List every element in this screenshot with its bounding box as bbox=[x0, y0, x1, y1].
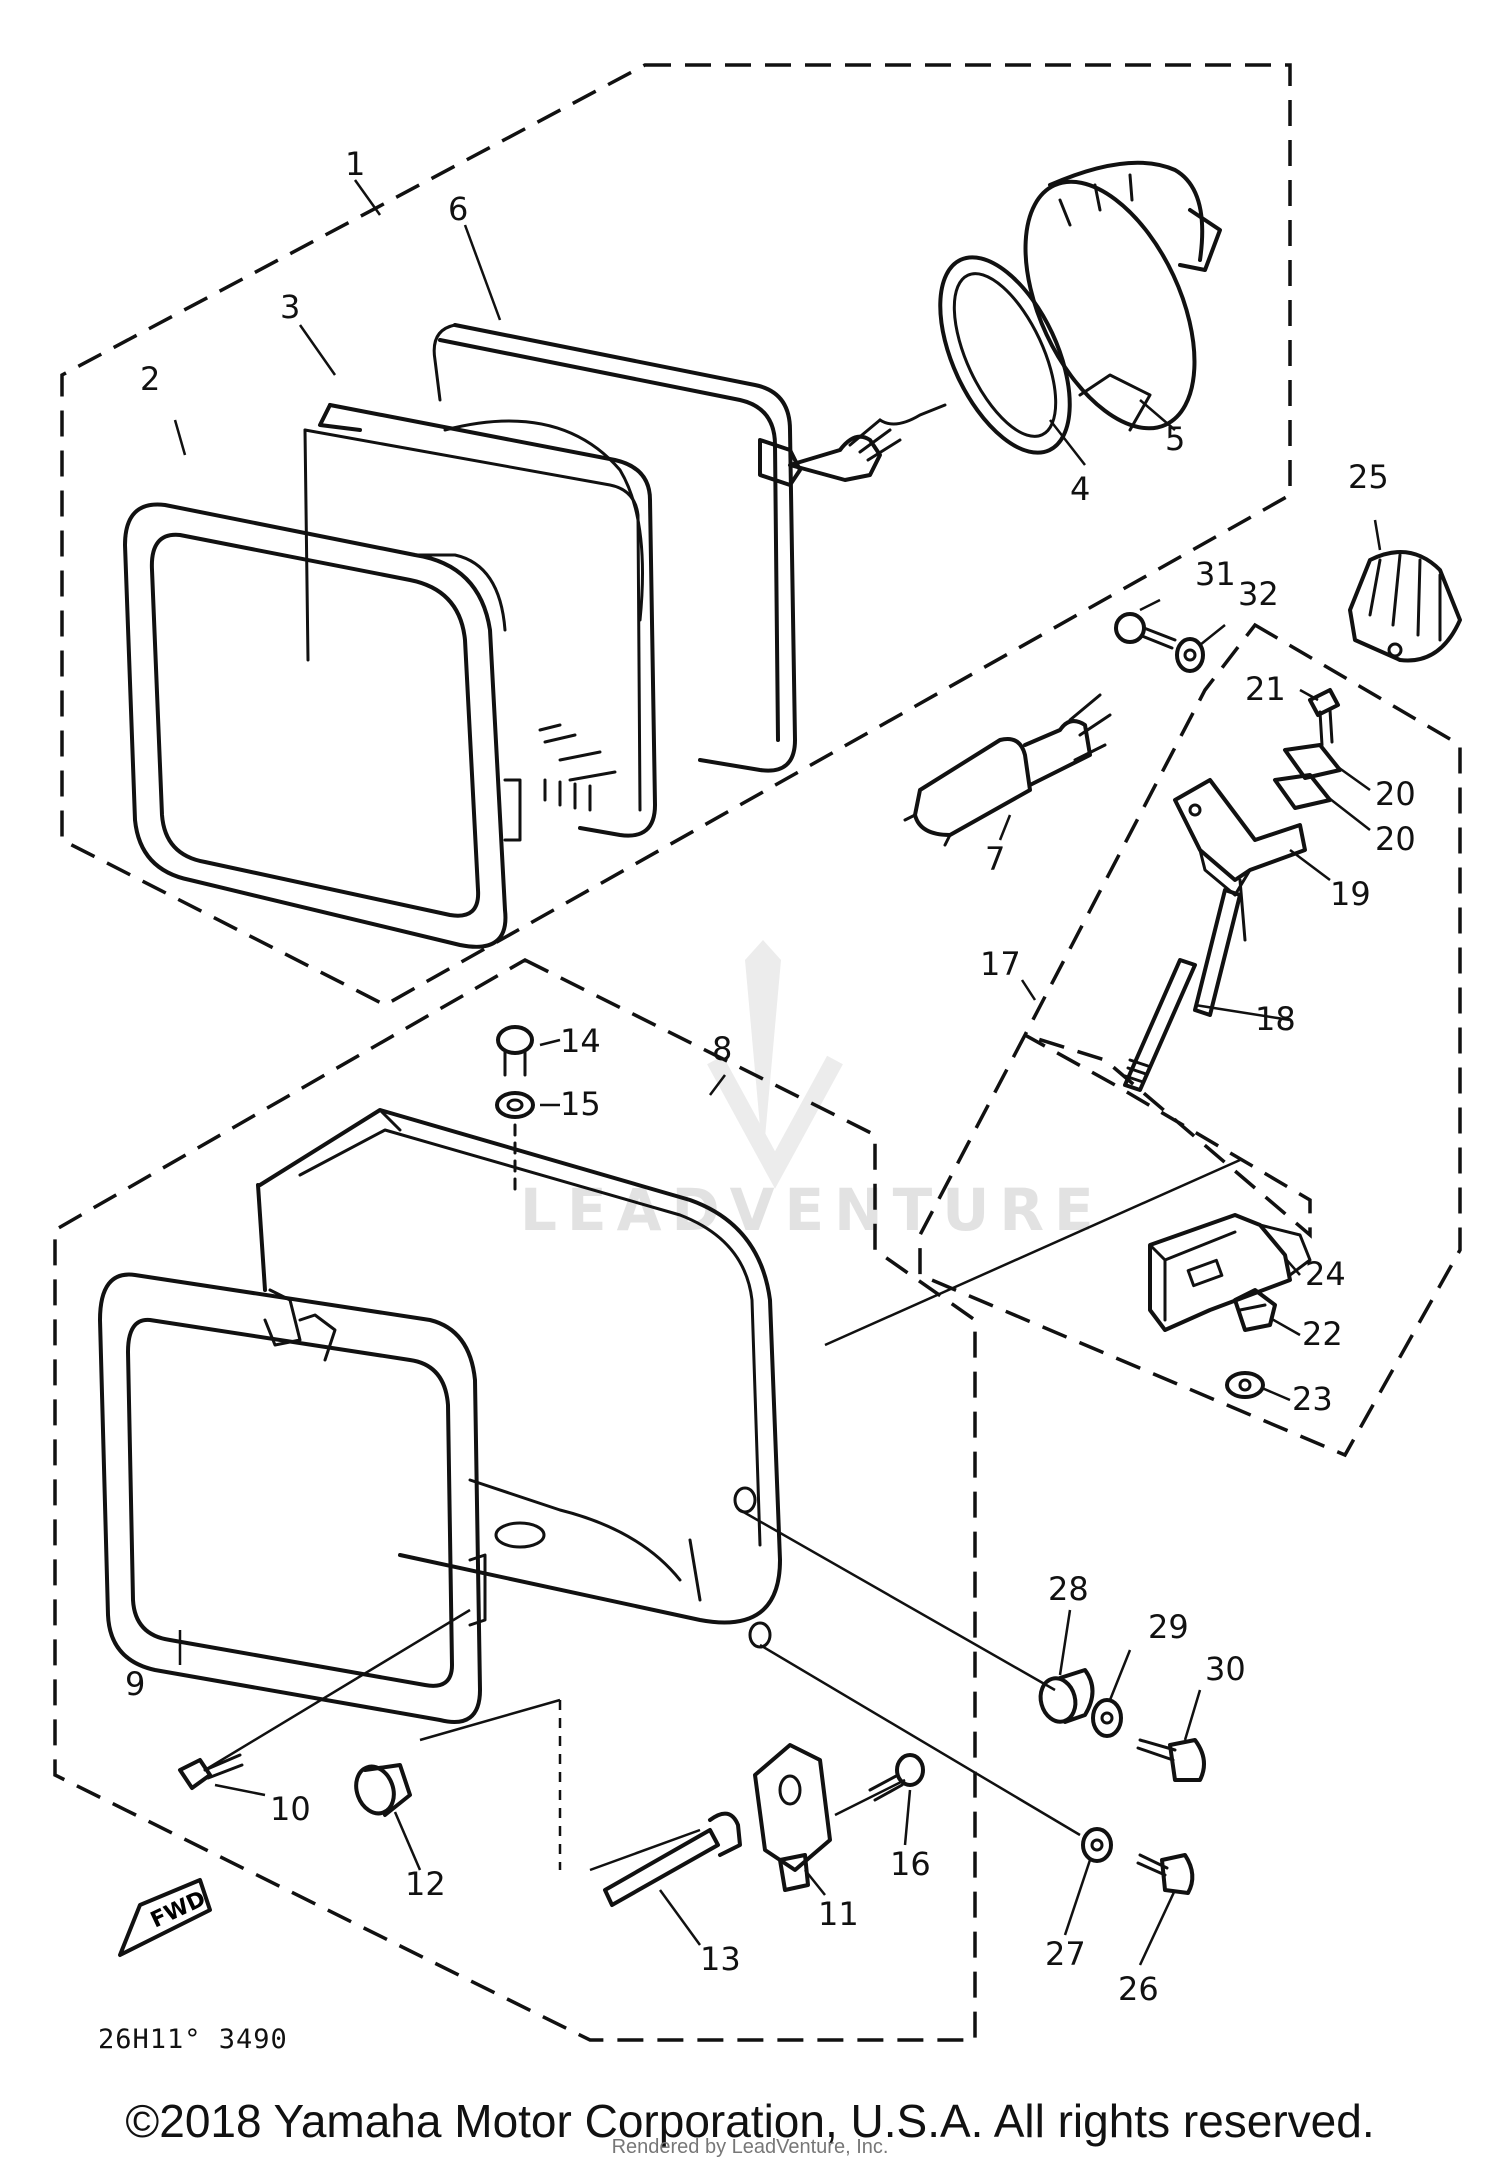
callout-24: 24 bbox=[1305, 1255, 1346, 1293]
callout-4: 4 bbox=[1070, 470, 1090, 508]
screw-10 bbox=[178, 1753, 244, 1790]
callout-5: 5 bbox=[1165, 420, 1185, 458]
callout-16: 16 bbox=[890, 1845, 931, 1883]
diagram-code: 26H11° 3490 bbox=[98, 2024, 288, 2055]
callout-8: 8 bbox=[712, 1030, 732, 1068]
callout-17: 17 bbox=[980, 945, 1021, 983]
bolt-21 bbox=[1308, 688, 1340, 747]
adjusting-knob bbox=[1348, 550, 1462, 663]
nut-22 bbox=[1233, 1288, 1277, 1332]
bolt-26 bbox=[1136, 1853, 1195, 1895]
headlight-bulb-upper bbox=[758, 403, 947, 487]
callout-12: 12 bbox=[405, 1865, 446, 1903]
front-rim bbox=[98, 1272, 487, 1724]
assembly-17-boundary bbox=[918, 622, 1462, 1458]
callout-32: 32 bbox=[1238, 575, 1279, 613]
washer-20-upper bbox=[1283, 743, 1342, 780]
bulb bbox=[903, 693, 1112, 847]
callout-2: 2 bbox=[140, 360, 160, 398]
bolt-13 bbox=[603, 1811, 742, 1907]
callout-21: 21 bbox=[1245, 670, 1286, 708]
callout-6: 6 bbox=[448, 190, 468, 228]
callout-10: 10 bbox=[270, 1790, 311, 1828]
screw-14 bbox=[496, 1025, 534, 1077]
callout-18: 18 bbox=[1255, 1000, 1296, 1038]
callout-30: 30 bbox=[1205, 1650, 1246, 1688]
callout-23: 23 bbox=[1292, 1380, 1333, 1418]
watermark-text: LEADVENTURE bbox=[520, 1176, 1104, 1244]
callout-20-upper: 20 bbox=[1375, 775, 1416, 813]
bracket-24 bbox=[1148, 1213, 1312, 1332]
bolt-30 bbox=[1136, 1738, 1206, 1782]
callout-labels: 1 2 3 4 5 6 7 8 9 10 11 12 13 14 15 16 1… bbox=[98, 145, 1416, 2055]
callout-28: 28 bbox=[1048, 1570, 1089, 1608]
leader-lines bbox=[173, 179, 1382, 1966]
washer-27 bbox=[1081, 1827, 1113, 1863]
callout-14: 14 bbox=[560, 1022, 601, 1060]
callout-26: 26 bbox=[1118, 1970, 1159, 2008]
washer-23 bbox=[1225, 1371, 1265, 1399]
washer-32 bbox=[1175, 637, 1205, 673]
callout-22: 22 bbox=[1302, 1315, 1343, 1353]
callout-19: 19 bbox=[1330, 875, 1371, 913]
screw-31 bbox=[1114, 612, 1177, 650]
assembly-1-boundary bbox=[60, 63, 1292, 1007]
adjusting-rod bbox=[1123, 888, 1242, 1092]
callout-7: 7 bbox=[985, 840, 1005, 878]
headlight-lens-unit bbox=[303, 403, 657, 838]
watermark: LEADVENTURE bbox=[520, 940, 1104, 1244]
callout-15: 15 bbox=[560, 1085, 601, 1123]
bracket-19 bbox=[1173, 778, 1307, 942]
washer-29 bbox=[1091, 1698, 1123, 1738]
callout-13: 13 bbox=[700, 1940, 741, 1978]
adjuster-11 bbox=[753, 1743, 832, 1892]
callout-1: 1 bbox=[345, 145, 365, 183]
headlight-rim bbox=[123, 502, 522, 949]
nut-15 bbox=[495, 1091, 535, 1119]
copyright-notice: ©2018 Yamaha Motor Corporation, U.S.A. A… bbox=[125, 2095, 1375, 2147]
callout-20-lower: 20 bbox=[1375, 820, 1416, 858]
callout-11: 11 bbox=[818, 1895, 859, 1933]
forward-arrow: FWD bbox=[118, 1878, 212, 1957]
callout-3: 3 bbox=[280, 288, 300, 326]
gasket bbox=[432, 323, 797, 773]
callout-31: 31 bbox=[1195, 555, 1236, 593]
screw-16 bbox=[868, 1753, 925, 1802]
bulb-cover bbox=[1023, 160, 1222, 432]
callout-27: 27 bbox=[1045, 1935, 1086, 1973]
retaining-ring bbox=[938, 255, 1072, 455]
rendered-by-notice: Rendered by LeadVenture, Inc. bbox=[611, 2136, 889, 2158]
assembly-lines bbox=[204, 1158, 1241, 1872]
grommet-12 bbox=[354, 1763, 412, 1817]
collar-28 bbox=[1038, 1668, 1095, 1724]
callout-25: 25 bbox=[1348, 458, 1389, 496]
assembly-8-boundary bbox=[53, 958, 977, 2042]
washer-20-lower bbox=[1273, 773, 1332, 810]
callout-9: 9 bbox=[125, 1665, 145, 1703]
callout-29: 29 bbox=[1148, 1608, 1189, 1646]
